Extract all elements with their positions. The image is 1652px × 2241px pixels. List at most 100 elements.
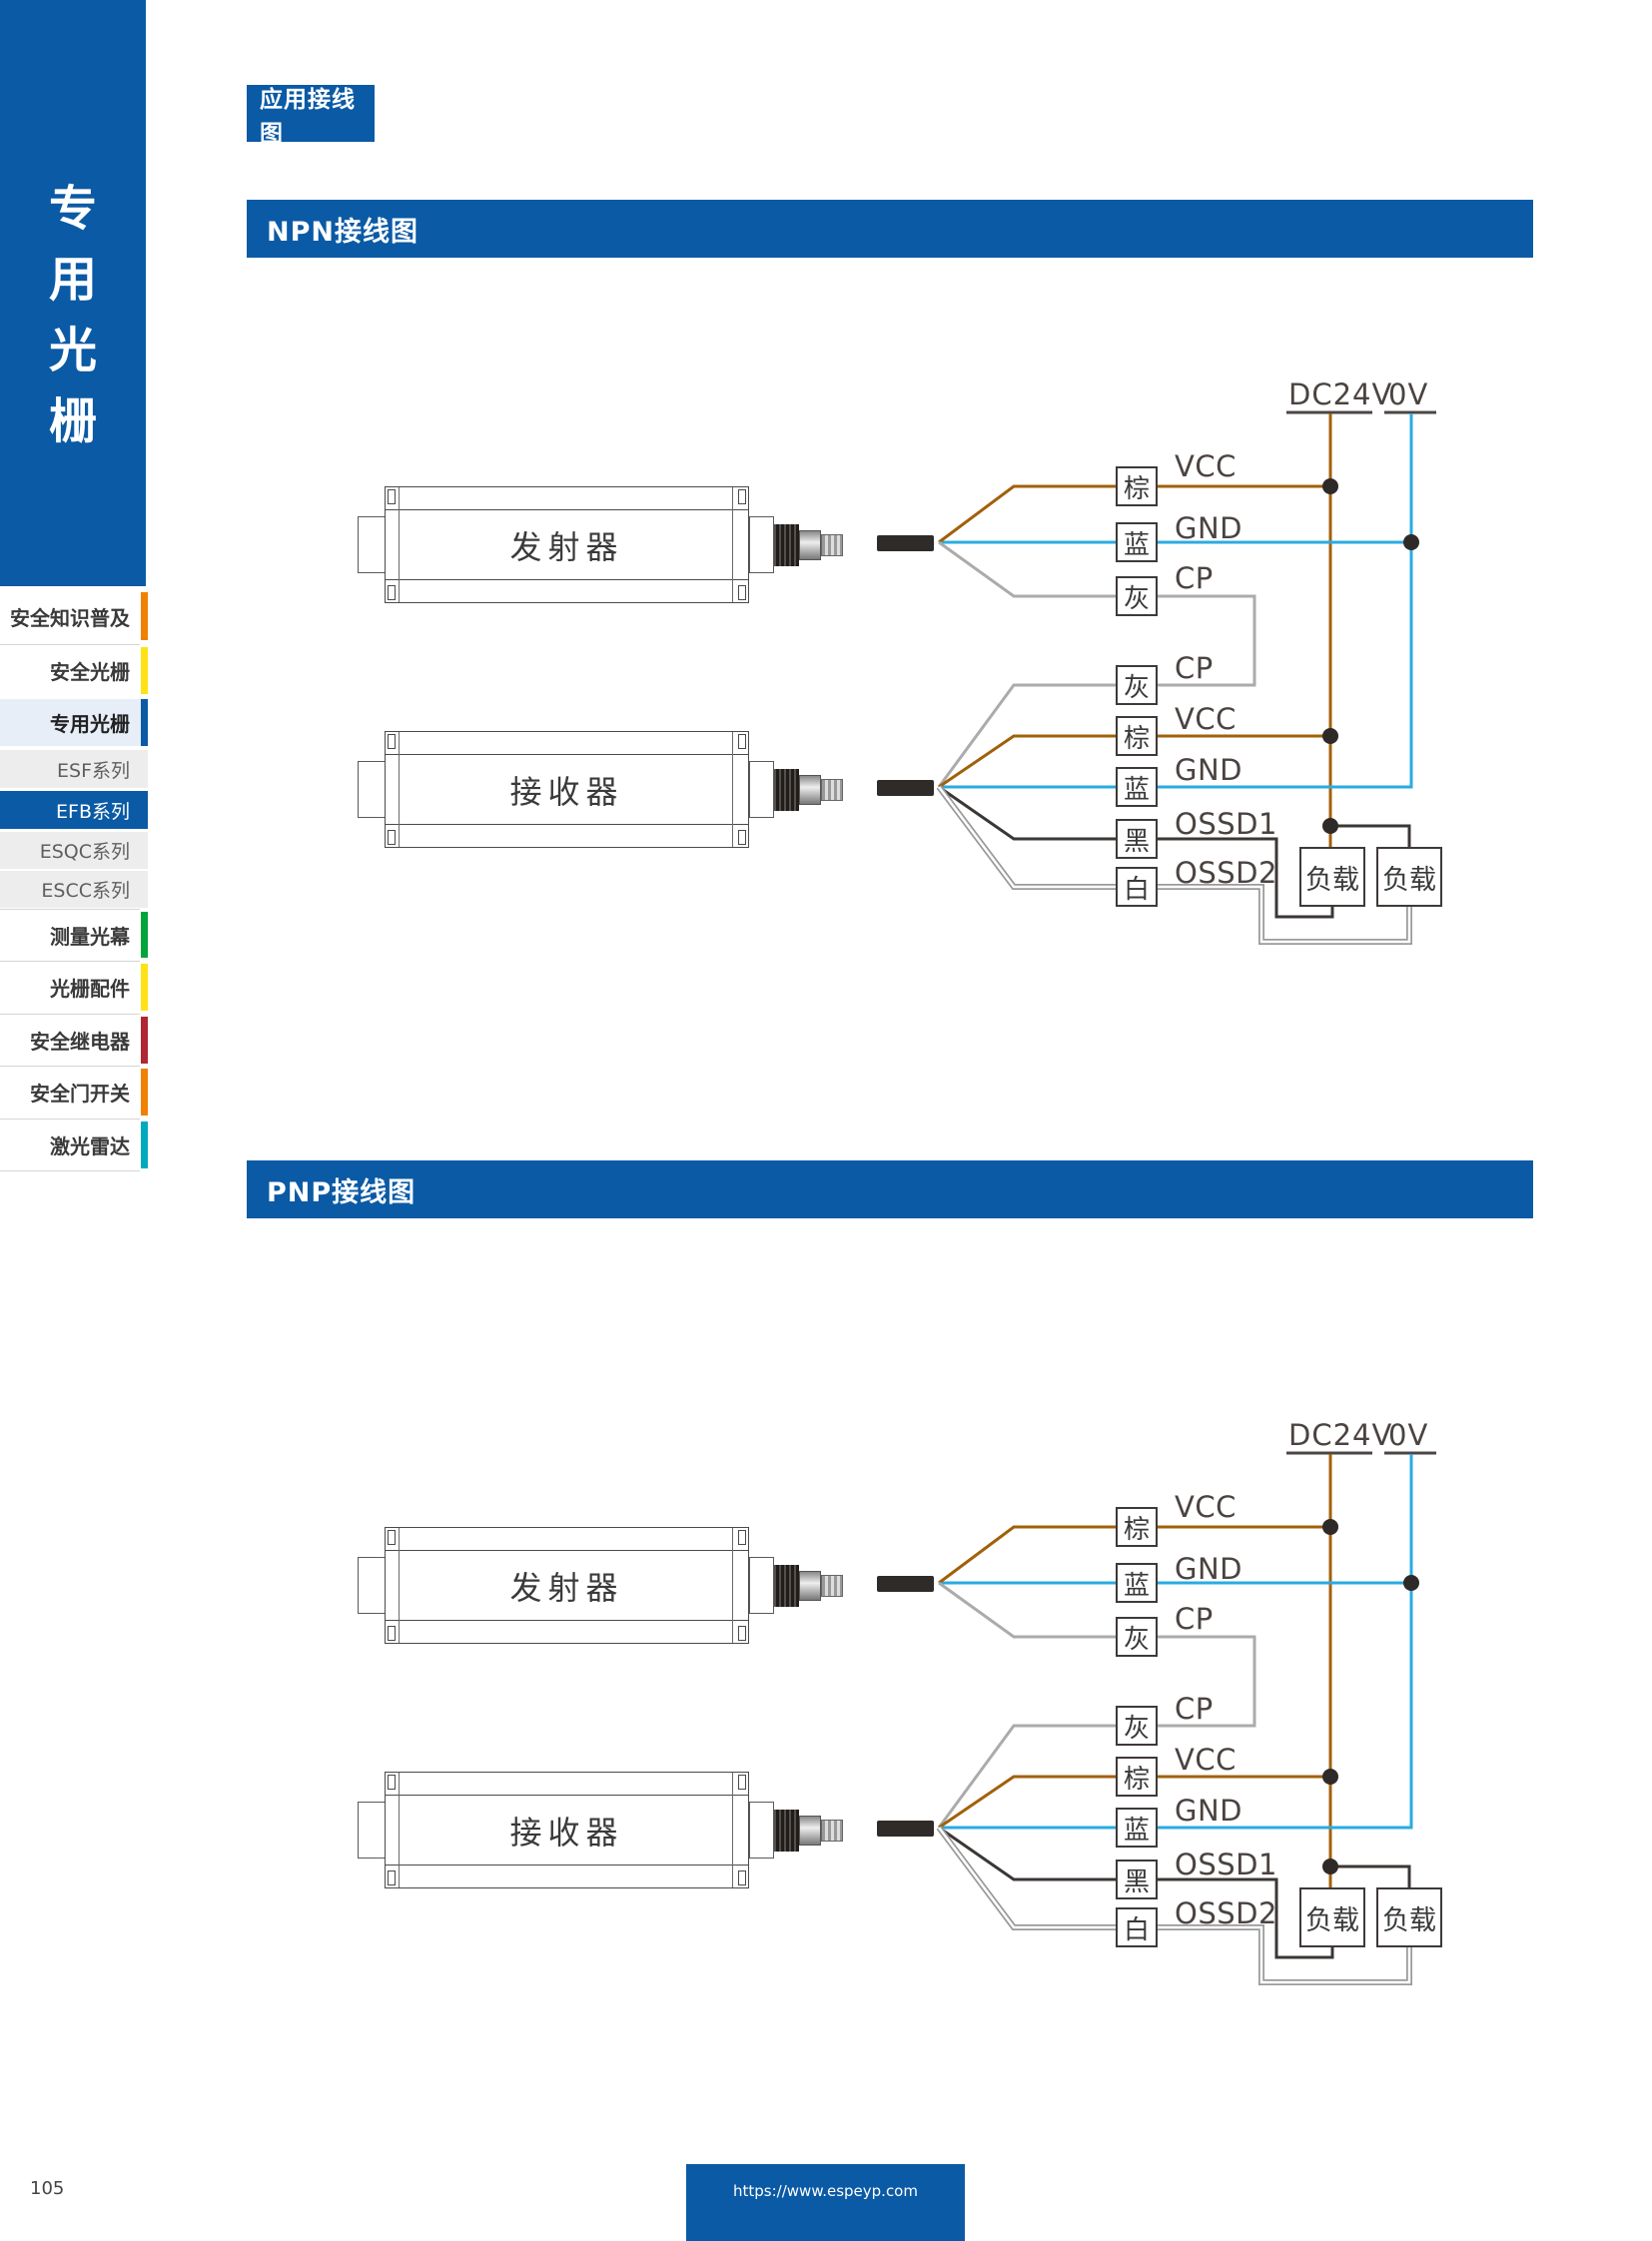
sidebar-accent-bar [141, 699, 148, 746]
signal-label-ossd1: OSSD1 [1175, 807, 1277, 841]
tx-brown-vcc-wire [938, 1525, 1330, 1585]
device-body [385, 731, 749, 848]
transmitter-label: 发射器 [509, 1568, 624, 1607]
sidebar-item-1[interactable]: 安全知识普及 [0, 592, 148, 640]
sidebar-divider [0, 1119, 140, 1120]
connector-stub [749, 516, 774, 573]
sidebar-accent-bar [141, 1017, 148, 1064]
dc24v-label: DC24V [1288, 1418, 1393, 1452]
signal-label-vcc: VCC [1175, 1490, 1237, 1524]
sidebar-item-label: 测量光幕 [50, 924, 130, 949]
wiring-lines [936, 1451, 1436, 1985]
receiver-label: 接收器 [509, 772, 624, 811]
junction-dot [1403, 534, 1419, 550]
signal-label-vcc: VCC [1175, 1743, 1237, 1777]
load-box-2: 负载 [1376, 847, 1442, 907]
receiver-device: 接收器 [358, 731, 937, 848]
sidebar-item-11[interactable]: 安全门开关 [0, 1069, 148, 1116]
sidebar-item-label: 安全继电器 [30, 1030, 130, 1054]
connector-barrel [799, 1571, 821, 1601]
connector-stub [749, 761, 774, 818]
wire-color-box-gray: 灰 [1116, 665, 1158, 705]
sidebar-item-4[interactable]: ESF系列 [0, 750, 148, 788]
device-body [385, 1527, 749, 1644]
sidebar-divider [0, 961, 140, 962]
sidebar-accent-bar [141, 592, 148, 640]
section-title: PNP接线图 [267, 1176, 416, 1208]
sidebar-item-12[interactable]: 激光雷达 [0, 1121, 148, 1168]
section-header-pnp: PNP接线图 [247, 1160, 1533, 1218]
wire-color-box-gray: 灰 [1116, 576, 1158, 616]
junction-dot [1322, 1769, 1338, 1785]
junction-dot [1322, 1519, 1338, 1535]
connector-barrel [799, 530, 821, 560]
mount-tab [358, 761, 385, 818]
wire-color-box-black: 黑 [1116, 819, 1158, 859]
footer-url-text: https://www.espeyp.com [733, 2182, 918, 2200]
sidebar-item-5[interactable]: EFB系列 [0, 791, 148, 829]
sidebar-item-8[interactable]: 测量光幕 [0, 912, 148, 958]
sidebar-hero: 专 用 光 栅 [0, 0, 146, 586]
connector-knurl [774, 1565, 799, 1607]
sidebar-item-6[interactable]: ESQC系列 [0, 832, 148, 869]
connector-barrel [799, 775, 821, 805]
device-body [385, 1772, 749, 1888]
signal-label-ossd2: OSSD2 [1175, 1896, 1277, 1930]
signal-label-gnd: GND [1175, 1552, 1242, 1586]
sidebar-accent-bar [141, 647, 148, 694]
sidebar-item-label: 安全知识普及 [10, 605, 130, 630]
connector-knurl [774, 769, 799, 811]
sidebar-item-10[interactable]: 安全继电器 [0, 1017, 148, 1064]
connector-knurl [774, 524, 799, 566]
device-body [385, 486, 749, 603]
sidebar-accent-bar [141, 912, 148, 958]
signal-label-cp: CP [1175, 561, 1214, 595]
sidebar-item-2[interactable]: 安全光栅 [0, 647, 148, 694]
sidebar-accent-bar [141, 1069, 148, 1116]
transmitter-device: 发射器 [358, 1527, 937, 1644]
sidebar-item-9[interactable]: 光栅配件 [0, 964, 148, 1011]
cp-gray-wire-link [937, 1581, 1256, 1829]
signal-label-vcc: VCC [1175, 449, 1237, 483]
sidebar-item-label: ESF系列 [57, 759, 130, 782]
sidebar-divider [0, 1170, 140, 1171]
wire-color-box-white: 白 [1116, 867, 1158, 907]
sidebar-divider [0, 1066, 140, 1067]
sidebar-item-label: 光栅配件 [50, 977, 130, 1001]
receiver-device: 接收器 [358, 1772, 937, 1888]
wire-color-box-black: 黑 [1116, 1860, 1158, 1899]
rx-white-ossd2-wire [936, 1826, 1412, 1985]
cable-segment [877, 535, 934, 551]
dc24v-label: DC24V [1288, 377, 1393, 411]
signal-label-gnd: GND [1175, 511, 1242, 545]
sidebar-item-label: 安全门开关 [30, 1082, 130, 1106]
wire-color-box-blue: 蓝 [1116, 767, 1158, 807]
transmitter-device: 发射器 [358, 486, 937, 603]
mount-tab [358, 1802, 385, 1859]
sidebar-divider [0, 909, 140, 910]
mount-tab [358, 1557, 385, 1614]
sidebar-title-char: 专 [48, 181, 97, 237]
sidebar-accent-bar [141, 964, 148, 1011]
wire-color-box-brown: 棕 [1116, 716, 1158, 756]
sidebar-title-char: 用 [48, 252, 97, 308]
sidebar-divider [0, 644, 140, 645]
tx-brown-vcc-wire [938, 484, 1330, 544]
receiver-label: 接收器 [509, 1813, 624, 1852]
junction-dot [1403, 1575, 1419, 1591]
page-number: 105 [30, 2178, 65, 2199]
wire-color-box-brown: 棕 [1116, 1507, 1158, 1547]
sidebar-item-label: ESQC系列 [39, 841, 130, 863]
signal-label-cp: CP [1175, 1692, 1214, 1726]
sidebar-item-label: ESCC系列 [41, 880, 130, 902]
rx-brown-vcc-wire [938, 734, 1330, 789]
sidebar-item-3[interactable]: 专用光栅 [0, 699, 148, 746]
sidebar-item-7[interactable]: ESCC系列 [0, 871, 148, 908]
0v-label: 0V [1388, 377, 1429, 411]
0v-label: 0V [1388, 1418, 1429, 1452]
sidebar-divider [0, 1014, 140, 1015]
wire-color-box-blue: 蓝 [1116, 1808, 1158, 1848]
sidebar-item-label: 激光雷达 [50, 1134, 130, 1158]
footer-url[interactable]: https://www.espeyp.com [686, 2164, 965, 2241]
junction-dot [1322, 728, 1338, 744]
